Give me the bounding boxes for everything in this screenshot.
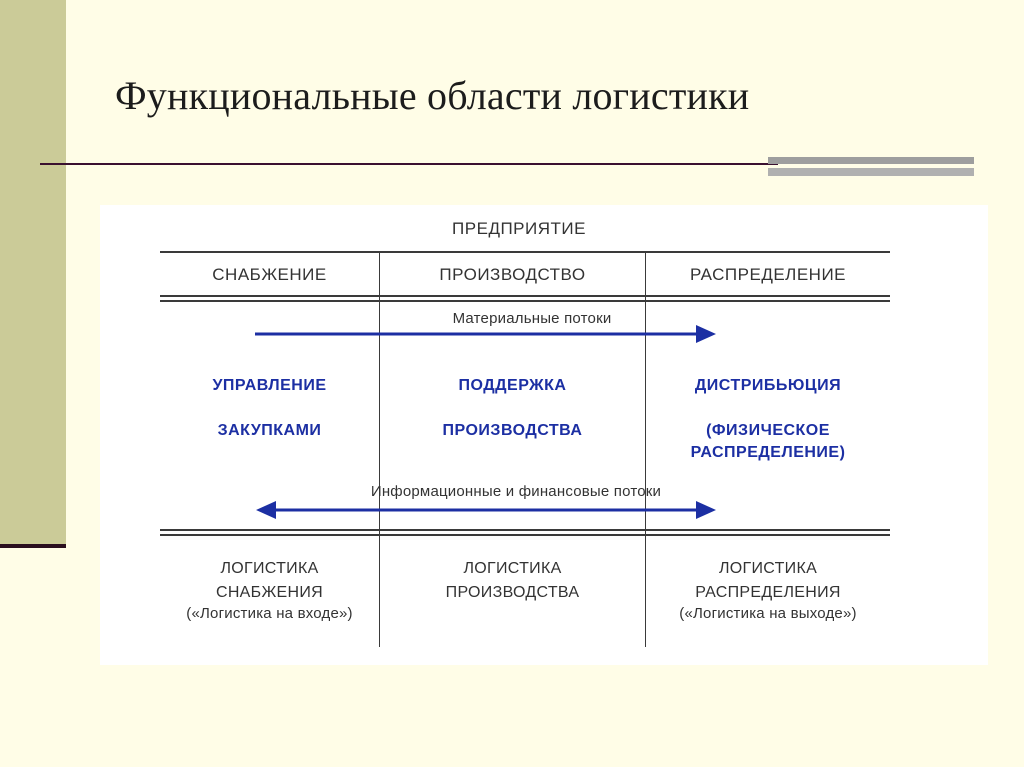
header-bottom-line-1 [160, 295, 890, 297]
header-production: ПРОИЗВОДСТВО [439, 265, 586, 284]
material-flow-label: Материальные потоки [420, 310, 644, 327]
logistics-production-line1: ЛОГИСТИКА [463, 560, 562, 577]
activity-supply-line2: ЗАКУПКАМИ [217, 422, 322, 439]
logistics-supply-note: («Логистика на входе») [186, 605, 353, 622]
lower-divider-line-2 [160, 534, 890, 536]
logistics-production-line2: ПРОИЗВОДСТВА [445, 584, 580, 601]
side-bar-rule [0, 544, 66, 548]
activity-production-line2: ПРОИЗВОДСТВА [442, 422, 583, 439]
logistics-distribution-line2: РАСПРЕДЕЛЕНИЯ [695, 584, 841, 601]
flow-arrows [255, 325, 716, 519]
enterprise-label: ПРЕДПРИЯТИЕ [452, 219, 586, 238]
activity-production-line1: ПОДДЕРЖКА [458, 377, 567, 394]
header-top-line [160, 251, 890, 253]
accent-rule-top [768, 157, 974, 164]
decorative-side-bar [0, 0, 66, 546]
title-underline [40, 163, 778, 165]
header-bottom-line-2 [160, 300, 890, 302]
info-flow-arrow [256, 501, 716, 519]
info-flow-label: Информационные и финансовые потоки [370, 483, 662, 500]
lower-divider-line-1 [160, 529, 890, 531]
column-divider-left [379, 252, 380, 647]
accent-rule-bottom [768, 168, 974, 176]
diagram-panel: ПРЕДПРИЯТИЕ СНАБЖЕНИЕ ПРОИЗВОДСТВО РАСПР… [100, 205, 988, 665]
material-flow-arrow [255, 325, 716, 343]
column-divider-right [645, 252, 646, 647]
logistics-supply-line2: СНАБЖЕНИЯ [215, 584, 324, 601]
logistics-supply-line1: ЛОГИСТИКА [220, 560, 319, 577]
logistics-distribution-note: («Логистика на выходе») [679, 605, 857, 622]
header-supply: СНАБЖЕНИЕ [212, 265, 327, 284]
logistics-distribution-line1: ЛОГИСТИКА [718, 560, 818, 577]
activity-distribution-line1: ДИСТРИБЬЮЦИЯ [694, 377, 842, 394]
slide-title: Функциональные области логистики [115, 73, 750, 118]
activity-distribution-line3: РАСПРЕДЕЛЕНИЕ) [690, 444, 846, 461]
activity-distribution-line2: (ФИЗИЧЕСКОЕ [706, 422, 830, 439]
header-distribution: РАСПРЕДЕЛЕНИЕ [689, 265, 847, 284]
activity-supply-line1: УПРАВЛЕНИЕ [212, 377, 327, 394]
